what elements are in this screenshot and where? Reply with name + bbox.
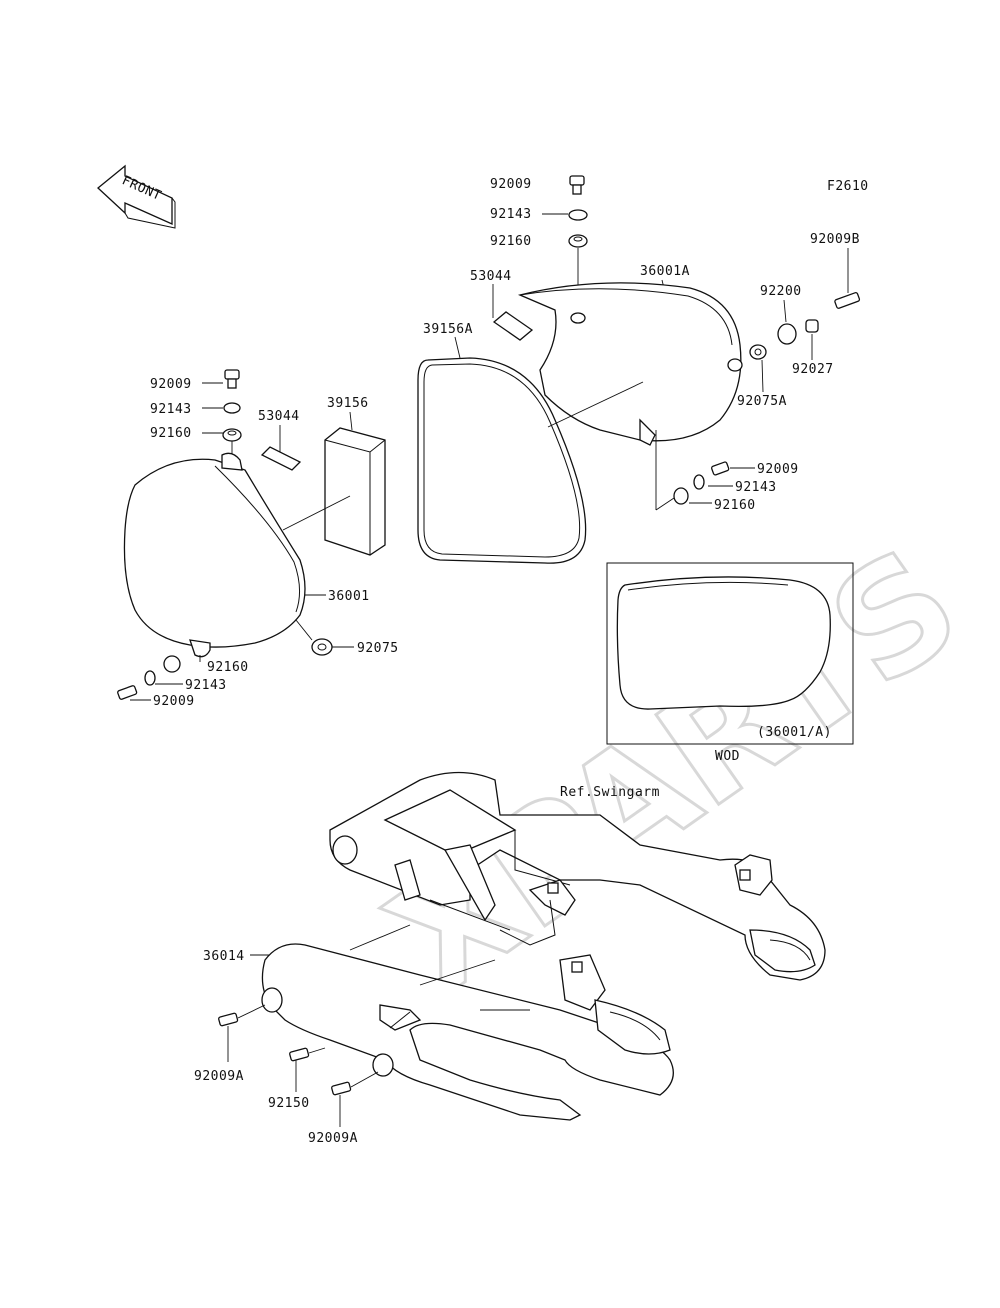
filter-panel-right (417, 357, 587, 564)
grommet-icon (568, 234, 588, 248)
grommet-lb-icon (163, 655, 181, 673)
side-cover-right (517, 282, 743, 446)
label-92143-right: 92143 (735, 480, 777, 495)
label-92160-right: 92160 (714, 498, 756, 513)
inset-part-ref: (36001/A) (757, 725, 832, 740)
label-92009A-1: 92009A (194, 1069, 244, 1084)
label-92160-left: 92160 (150, 426, 192, 441)
screw-lb-icon (117, 685, 138, 700)
swingarm-reference-note: Ref.Swingarm (560, 785, 660, 800)
filter-block-left (324, 427, 386, 556)
washer-left-icon (223, 402, 241, 414)
screw-92009A-1-icon (218, 1012, 239, 1027)
screw-icon (569, 175, 585, 195)
screw-92150-icon (289, 1047, 310, 1062)
screw-right-icon (711, 461, 730, 476)
screw-92009A-2-icon (331, 1081, 352, 1096)
label-92143-left-text: 92143 (150, 402, 192, 417)
label-92009-left-bottom: 92009 (153, 694, 195, 709)
label-36014: 36014 (203, 949, 245, 964)
inset-box: (36001/A) (606, 562, 854, 745)
label-36001A: 36001A (640, 264, 690, 279)
label-92075A: 92075A (737, 394, 787, 409)
figure-code: F2610 (827, 179, 869, 194)
screw-left-icon (224, 369, 240, 389)
washer-lb-icon (144, 670, 156, 686)
label-92143-left-bottom: 92143 (185, 678, 227, 693)
inset-caption: WOD (715, 749, 740, 764)
label-92009-right: 92009 (757, 462, 799, 477)
front-arrow-icon: FRONT (97, 164, 176, 229)
grommet-left-icon (222, 428, 242, 442)
bolt-icon (834, 292, 861, 309)
swingarm-outline (329, 771, 826, 981)
collar-icon (805, 319, 819, 333)
tape-strip-right (492, 311, 534, 341)
tape-strip-left (260, 446, 302, 471)
label-53044-right: 53044 (470, 269, 512, 284)
label-92009B: 92009B (810, 232, 860, 247)
label-92150: 92150 (268, 1096, 310, 1111)
label-92009-top: 92009 (490, 177, 532, 192)
label-92143-top: 92143 (490, 207, 532, 222)
label-92200: 92200 (760, 284, 802, 299)
grommet-right-icon (673, 487, 689, 505)
label-53044-left: 53044 (258, 409, 300, 424)
label-39156A: 39156A (423, 322, 473, 337)
washer-icon (568, 209, 588, 221)
grommet-92075A-icon (749, 344, 767, 360)
label-92009-left: 92009 (150, 377, 192, 392)
label-92160-top: 92160 (490, 234, 532, 249)
label-92009A-2: 92009A (308, 1131, 358, 1146)
chain-cover (261, 943, 674, 1121)
label-39156: 39156 (327, 396, 369, 411)
label-92075: 92075 (357, 641, 399, 656)
side-cover-left (123, 452, 306, 658)
label-36001: 36001 (328, 589, 370, 604)
label-92027: 92027 (792, 362, 834, 377)
washer-right-icon (693, 474, 705, 490)
grommet-92075-icon (311, 638, 333, 656)
washer-92200-icon (777, 323, 797, 345)
label-92160-left-bottom: 92160 (207, 660, 249, 675)
